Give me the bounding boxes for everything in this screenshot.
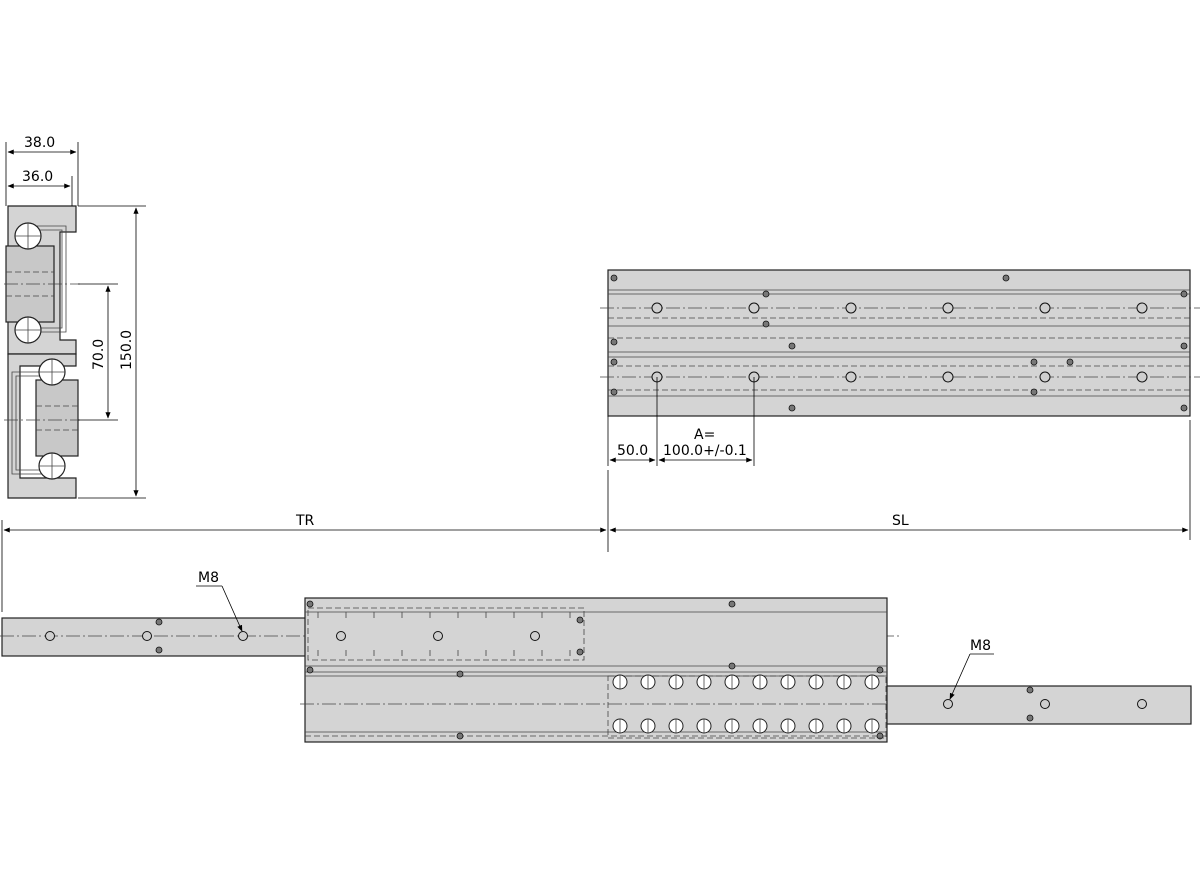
plan-hole xyxy=(1136,371,1148,383)
dim-pitch-value: 100.0+/-0.1 xyxy=(663,443,747,459)
side-main-body xyxy=(304,597,888,743)
side-ball-cage-upper xyxy=(307,607,585,661)
leader-thread-left xyxy=(221,585,243,632)
dim-pitch-label: A= xyxy=(694,427,715,443)
plan-rail-body xyxy=(607,269,1191,417)
dim-width-outer: 38.0 xyxy=(24,135,55,151)
section-ball-1 xyxy=(14,222,42,250)
plan-view: 50.0 A= 100.0+/-0.1 xyxy=(600,269,1200,466)
leader-thread-right xyxy=(949,653,971,700)
plan-hole xyxy=(748,302,760,314)
side-cage-lower-balls xyxy=(612,674,880,734)
dim-slide-length: SL xyxy=(892,513,909,529)
plan-hole xyxy=(1039,371,1051,383)
dim-height-total: 150.0 xyxy=(119,330,135,370)
section-view: 38.0 36.0 150.0 70.0 xyxy=(4,135,146,499)
dim-height-mid: 70.0 xyxy=(91,339,107,370)
plan-hole xyxy=(1136,302,1148,314)
plan-hole xyxy=(942,302,954,314)
side-cage-upper-balls xyxy=(317,612,584,658)
dim-width-inner: 36.0 xyxy=(22,169,53,185)
section-slider-lower xyxy=(35,379,79,457)
plan-hole xyxy=(845,371,857,383)
overall-dimensions: TR SL xyxy=(1,420,1191,612)
dim-first-hole: 50.0 xyxy=(617,443,648,459)
dim-travel: TR xyxy=(295,513,315,529)
section-ball-2 xyxy=(14,316,42,344)
section-ball-3 xyxy=(38,358,66,386)
side-view: M8 M8 xyxy=(0,570,1192,743)
thread-label-right: M8 xyxy=(970,638,991,654)
plan-hole xyxy=(845,302,857,314)
side-thread-hole-right xyxy=(943,699,953,709)
thread-label-left: M8 xyxy=(198,570,219,586)
plan-hole xyxy=(651,302,663,314)
plan-hole xyxy=(942,371,954,383)
side-thread-hole-left xyxy=(238,631,248,641)
section-ball-4 xyxy=(38,452,66,480)
section-lower-body xyxy=(7,353,77,499)
plan-hole xyxy=(1039,302,1051,314)
side-ball-cage-lower xyxy=(607,675,887,739)
